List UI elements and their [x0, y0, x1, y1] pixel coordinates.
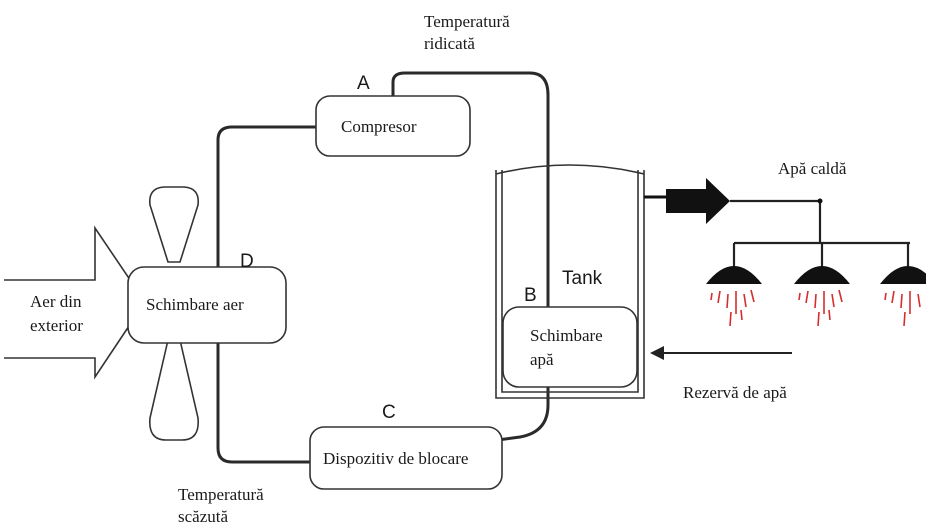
point-a-label: A	[357, 73, 370, 94]
expansion-device-label: Dispozitiv de blocare	[323, 449, 468, 468]
hot-water-arrow	[666, 178, 730, 224]
expansion-device-box	[309, 426, 503, 490]
pipe-air-exchanger-to-compressor	[216, 125, 320, 272]
compressor-label: Compresor	[341, 117, 417, 136]
pipe-compressor-to-tank	[391, 71, 550, 332]
compressor-box	[315, 95, 471, 157]
pipe-tank-to-expansion	[458, 373, 550, 447]
water-tank	[495, 164, 645, 399]
water-exchanger-label-line1: Schimbare	[530, 326, 603, 345]
point-c-label: C	[382, 402, 396, 423]
point-d-label: D	[240, 251, 254, 272]
pipe-expansion-to-air-exchanger	[216, 340, 312, 464]
outside-air-label-line1: Aer din	[30, 292, 82, 311]
hot-water-label: Apă caldă	[778, 159, 847, 178]
temp-high-label-line2: ridicată	[424, 34, 475, 53]
air-exchanger-label: Schimbare aer	[146, 295, 244, 314]
water-reserve-arrow	[650, 346, 792, 360]
shower-head-icon-3	[880, 243, 926, 327]
outside-air-label-line2: exterior	[30, 316, 83, 335]
pipe-junction	[817, 198, 823, 204]
point-b-label: B	[524, 285, 537, 306]
water-reserve-label: Rezervă de apă	[683, 383, 787, 402]
fan-icon	[148, 186, 200, 441]
water-exchanger-label-line2: apă	[530, 350, 554, 369]
hot-water-distribution-pipe	[730, 199, 910, 245]
temp-high-label-line1: Temperatură	[424, 12, 510, 31]
air-exchanger-box	[127, 266, 287, 344]
tank-label: Tank	[562, 268, 603, 289]
water-exchanger-box	[502, 306, 638, 388]
shower-head-icon-2	[794, 243, 850, 327]
temp-low-label-line1: Temperatură	[178, 485, 264, 504]
temp-low-label-line2: scăzută	[178, 507, 228, 526]
shower-head-icon-1	[706, 243, 762, 327]
